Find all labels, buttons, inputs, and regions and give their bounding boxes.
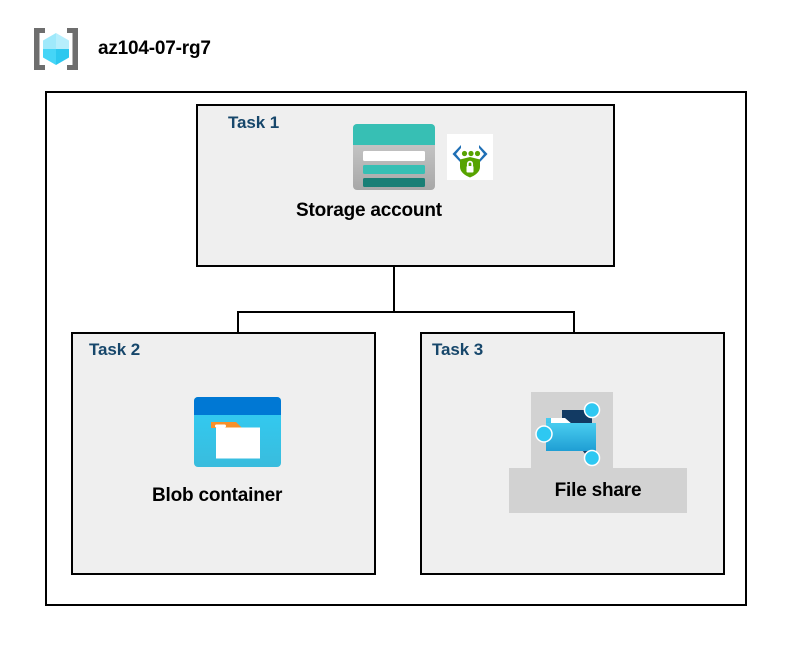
task-1-label: Task 1 xyxy=(228,113,280,132)
task-3-label: Task 3 xyxy=(432,340,484,359)
connector-horizontal-bus xyxy=(237,311,575,313)
task-2-label: Task 2 xyxy=(89,340,141,359)
connector-storage-trunk xyxy=(393,267,395,313)
storage-account-label: Storage account xyxy=(296,200,442,221)
resource-group-header: az104-07-rg7 xyxy=(30,26,211,72)
storage-account-icon xyxy=(353,124,435,190)
file-share-label: File share xyxy=(509,468,687,513)
blob-container-label: Blob container xyxy=(152,485,283,506)
blob-container-icon xyxy=(194,397,281,467)
resource-group-icon xyxy=(34,28,78,70)
page-title: az104-07-rg7 xyxy=(98,38,211,59)
secure-endpoint-icon xyxy=(447,134,493,180)
file-share-icon xyxy=(535,401,601,467)
